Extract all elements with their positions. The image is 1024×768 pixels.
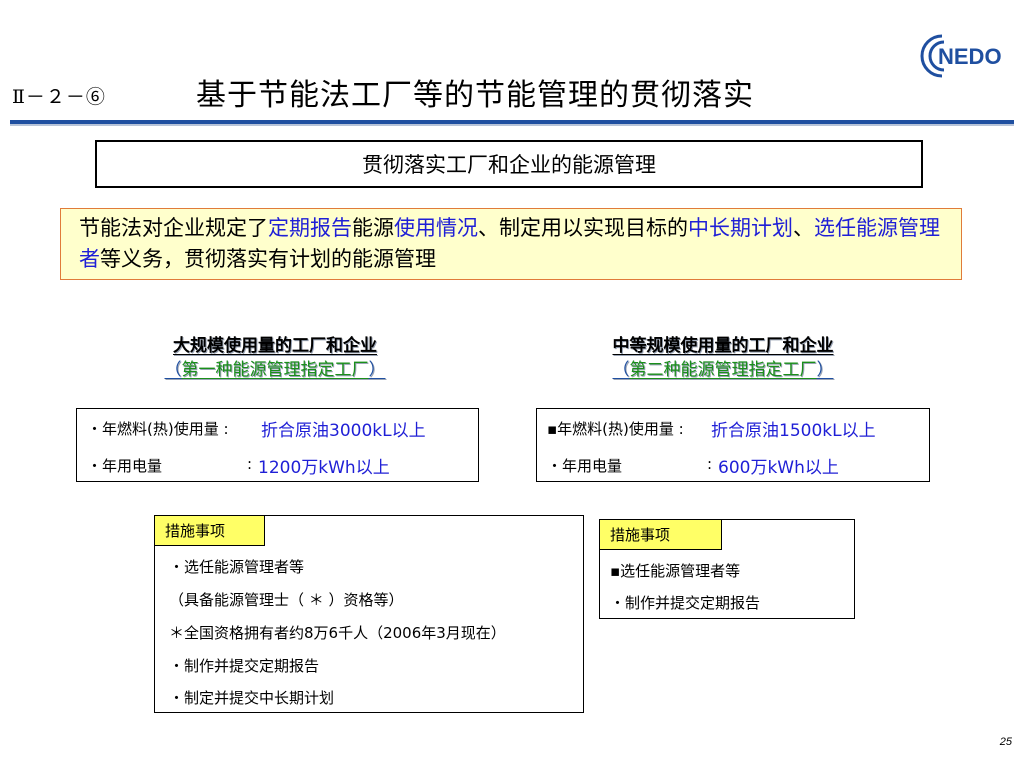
consumption-row-electricity: ・年用电量 : 1200万kWh以上 [87, 455, 390, 478]
section-code: Ⅱ－２－⑥ [12, 86, 106, 108]
measure-item: ・制作并提交定期报告 [169, 657, 320, 675]
consumption-colon: : [707, 455, 713, 473]
consumption-label: ▪年燃料(热)使用量 [547, 420, 674, 438]
measure-item: （具备能源管理士（ ＊ ）资格等） [169, 591, 404, 609]
page-title: 基于节能法工厂等的节能管理的贯彻落实 [196, 78, 754, 113]
header-rule [10, 120, 1014, 124]
right-consumption-box: ▪年燃料(热)使用量 : 折合原油1500kL以上 ・年用电量 : 600万kW… [536, 408, 930, 482]
page-number: 25 [999, 736, 1012, 748]
consumption-label: ・年用电量 [87, 457, 163, 475]
statement-part: 能源 [352, 216, 394, 240]
left-consumption-box: ・年燃料(热)使用量 : 折合原油3000kL以上 ・年用电量 : 1200万k… [76, 408, 479, 482]
measure-item: ＊全国资格拥有者约8万6千人（2006年3月现在） [169, 624, 506, 642]
left-designation: 第一种能源管理指定工厂 [181, 360, 369, 380]
subtitle-text: 贯彻落实工厂和企业的能源管理 [362, 153, 656, 177]
paren-open: （ [612, 360, 630, 380]
statement-part: 、制定用以实现目标的 [478, 216, 688, 240]
statement-part: 等义务，贯彻落实有计划的能源管理 [100, 247, 436, 271]
measure-item: ・选任能源管理者等 [169, 558, 305, 576]
consumption-colon: : [678, 420, 684, 438]
header-rule-shadow [10, 124, 1014, 126]
consumption-row-electricity: ・年用电量 : 600万kWh以上 [547, 455, 839, 478]
consumption-value: 折合原油1500kL以上 [711, 421, 876, 441]
right-designation: 第二种能源管理指定工厂 [629, 360, 817, 380]
measures-tag: 措施事项 [600, 520, 722, 550]
nedo-logo-icon: NEDO [920, 34, 1002, 78]
paren-open: （ [164, 360, 182, 380]
statement-highlight-manager: 选任能源管理者 [79, 216, 940, 271]
consumption-row-fuel: ▪年燃料(热)使用量 : 折合原油1500kL以上 [547, 418, 876, 441]
right-measures-box: 措施事项 ▪选任能源管理者等 ・制作并提交定期报告 [599, 519, 855, 619]
measure-item: ・制定并提交中长期计划 [169, 689, 335, 707]
right-heading-text: 中等规模使用量的工厂和企业 [612, 336, 834, 356]
nedo-logo: NEDO [918, 30, 1014, 80]
measures-tag: 措施事项 [155, 516, 265, 546]
consumption-row-fuel: ・年燃料(热)使用量 : 折合原油3000kL以上 [87, 418, 426, 441]
consumption-colon: : [247, 455, 253, 473]
statement-highlight-midlong-plan: 中长期计划 [688, 216, 793, 240]
statement-part: 、 [793, 216, 814, 240]
statement-highlight-periodic-report: 定期报告 [268, 216, 352, 240]
consumption-label: ・年燃料(热)使用量 [87, 420, 219, 438]
measure-item: ▪选任能源管理者等 [610, 562, 741, 580]
consumption-value: 1200万kWh以上 [258, 458, 390, 478]
left-column-heading: 大规模使用量的工厂和企业 （第一种能源管理指定工厂） [65, 334, 485, 382]
consumption-label: ・年用电量 [547, 457, 623, 475]
paren-close: ） [368, 360, 386, 380]
left-heading-text: 大规模使用量的工厂和企业 [173, 336, 377, 356]
right-column-heading: 中等规模使用量的工厂和企业 （第二种能源管理指定工厂） [513, 334, 933, 382]
statement-box: 节能法对企业规定了定期报告能源使用情况、制定用以实现目标的中长期计划、选任能源管… [60, 208, 962, 280]
consumption-value: 600万kWh以上 [718, 458, 839, 478]
paren-close: ） [816, 360, 834, 380]
left-measures-box: 措施事项 ・选任能源管理者等 （具备能源管理士（ ＊ ）资格等） ＊全国资格拥有… [154, 515, 584, 713]
consumption-value: 折合原油3000kL以上 [261, 421, 426, 441]
measure-item: ・制作并提交定期报告 [610, 594, 761, 612]
subtitle-box: 贯彻落实工厂和企业的能源管理 [95, 140, 923, 188]
logo-text: NEDO [938, 44, 1002, 69]
consumption-colon: : [223, 420, 229, 438]
statement-highlight-usage: 使用情况 [394, 216, 478, 240]
statement-part: 节能法对企业规定了 [79, 216, 268, 240]
